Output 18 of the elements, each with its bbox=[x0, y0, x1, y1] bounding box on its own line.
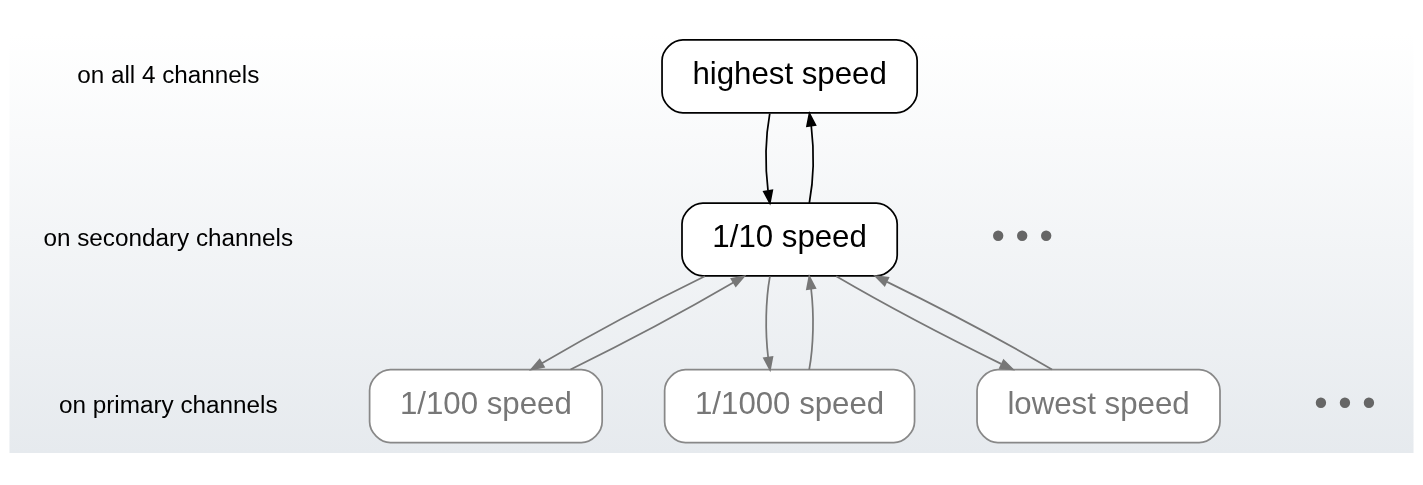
label: on primary channels bbox=[58, 390, 278, 418]
node-box: 1/10 speed bbox=[681, 201, 899, 277]
node-box: 1/100 speed bbox=[368, 368, 604, 443]
arrow bbox=[762, 112, 774, 206]
label: on secondary channels bbox=[43, 223, 294, 251]
arrow bbox=[805, 273, 817, 370]
label: on all 4 channels bbox=[77, 60, 260, 88]
arrow bbox=[762, 275, 774, 372]
label: • • • bbox=[1314, 380, 1376, 424]
node-box: 1/1000 speed bbox=[663, 368, 916, 443]
node-box: lowest speed bbox=[976, 368, 1221, 443]
arrow bbox=[569, 274, 747, 370]
label: • • • bbox=[991, 213, 1053, 257]
arrow bbox=[873, 274, 1053, 370]
arrow bbox=[835, 274, 1016, 371]
node-box: highest speed bbox=[661, 38, 919, 114]
arrow bbox=[529, 274, 706, 371]
arrow bbox=[805, 110, 817, 204]
